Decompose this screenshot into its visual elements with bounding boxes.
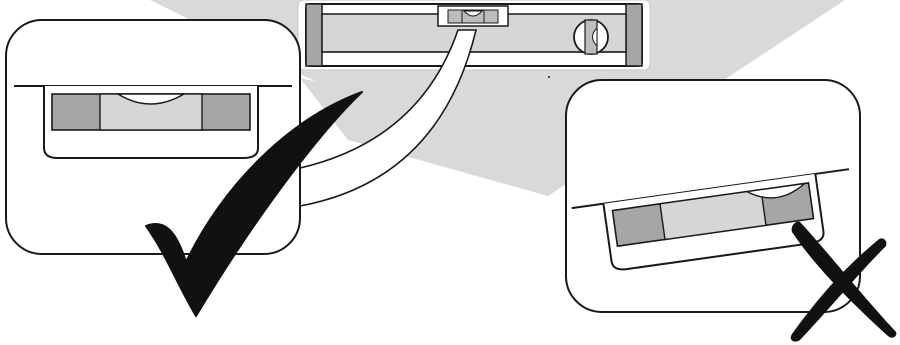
vial-tilted [611,182,815,248]
check-icon [145,91,363,317]
panel-level-incorrect [565,79,897,342]
cross-icon [790,221,897,342]
vial-level [51,93,251,131]
panel-level-correct [5,19,363,317]
vertical-vial [573,19,609,55]
speck [548,76,550,78]
horizontal-vial [437,5,509,27]
